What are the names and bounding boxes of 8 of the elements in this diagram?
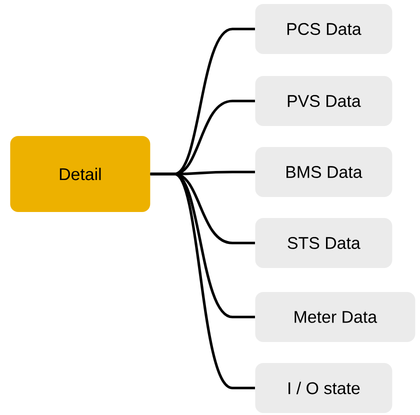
subtopic-box: STS Data (255, 218, 392, 268)
subtopic-box: PVS Data (255, 76, 392, 126)
connector-line (150, 172, 255, 390)
subtopic-box: Meter Data (255, 292, 416, 342)
topic-box: Detail (10, 136, 150, 212)
subtopic-box: BMS Data (255, 147, 392, 197)
subtopic-box: PCS Data (255, 4, 392, 54)
subtopic-box: I / O state (255, 363, 392, 413)
